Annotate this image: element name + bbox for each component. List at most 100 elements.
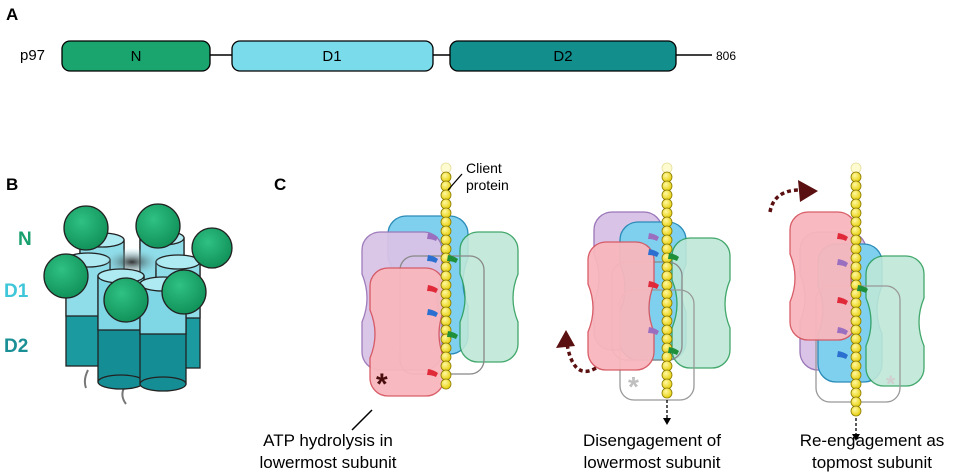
client-label-line1: Client <box>466 160 502 176</box>
chain-2-bead <box>661 216 673 228</box>
chain-1-bead <box>440 234 452 246</box>
level-n-label: N <box>18 229 32 250</box>
chain-3-bead <box>850 180 862 192</box>
chain-2-bead <box>661 270 673 282</box>
chain-2-bead <box>661 288 673 300</box>
chain-1-bead <box>440 351 452 363</box>
pore-loop-hook <box>427 309 438 317</box>
chain-1-bead <box>440 189 452 201</box>
chain-1-bead <box>440 162 452 174</box>
chain-2-bead <box>661 180 673 192</box>
pore-loop-hook <box>837 259 848 267</box>
stage-2-disengagement <box>556 211 731 401</box>
chain-2-bead <box>661 243 673 255</box>
level-d1-label: D1 <box>4 281 29 302</box>
chain-2-bead <box>661 360 673 372</box>
chain-3-bead <box>850 378 862 390</box>
chain-2-bead <box>661 261 673 273</box>
chain-1-bead <box>440 297 452 309</box>
chain-3-bead <box>850 360 862 372</box>
pore-loop-hook <box>427 233 438 241</box>
chain-3-bead <box>850 198 862 210</box>
chain-2-bead <box>661 171 673 183</box>
caption-leader <box>351 409 373 431</box>
chain-3-bead <box>850 342 862 354</box>
panel-c-letter: C <box>274 175 286 194</box>
re-engaged-star: * <box>886 371 896 398</box>
chain-3-bead <box>850 234 862 246</box>
chain-1-bead <box>440 279 452 291</box>
chain-2-bead <box>661 297 673 309</box>
stage-3-re-engagement <box>768 180 925 403</box>
chain-3-bead <box>850 243 862 255</box>
chain-1-bead <box>440 315 452 327</box>
chain-2-bead <box>661 324 673 336</box>
pore-loop-hook <box>668 347 679 355</box>
domain-d1-bar <box>231 40 434 72</box>
pore-loop-hook <box>648 327 659 335</box>
chain-3-bead <box>850 189 862 201</box>
chain-3-bead <box>850 270 862 282</box>
caption-1-line2: lowermost subunit <box>259 453 396 472</box>
caption-2-line1: Disengagement of <box>583 431 721 450</box>
caption-1-line1: ATP hydrolysis in <box>263 431 393 450</box>
disengaged-star: * <box>628 371 639 402</box>
chain-2-bead <box>661 315 673 327</box>
chain-1-bead <box>440 360 452 372</box>
chain-1-bead <box>440 378 452 390</box>
p97-hexamer-illustration <box>43 203 233 405</box>
chain-3-bead <box>850 351 862 363</box>
domain-n-bar <box>61 40 211 72</box>
panel-b-letter: B <box>6 175 18 194</box>
domain-d1-label: D1 <box>322 48 341 65</box>
pore-loop-hook <box>837 351 848 359</box>
chain-1-bead <box>440 270 452 282</box>
chain-3-bead <box>850 387 862 399</box>
chain-1-bead <box>440 216 452 228</box>
chain-2-bead <box>661 162 673 174</box>
chain-1-bead <box>440 198 452 210</box>
pore-loop-hook <box>857 285 868 293</box>
chain-3-bead <box>850 252 862 264</box>
chain-3-bead <box>850 405 862 417</box>
chain-3-bead <box>850 306 862 318</box>
chain-2-bead <box>661 369 673 381</box>
pore-loop-hook <box>648 249 659 257</box>
end-residue: 806 <box>716 49 736 63</box>
chain-3-bead <box>850 333 862 345</box>
chain-3-bead <box>850 315 862 327</box>
level-d2-label: D2 <box>4 336 28 357</box>
chain-1-bead <box>440 306 452 318</box>
chain-2-bead <box>661 225 673 237</box>
pore-loop-hook <box>668 253 679 261</box>
pore-loop-hook <box>427 255 438 263</box>
caption-2-line2: lowermost subunit <box>583 453 720 472</box>
chain-2-bead <box>661 207 673 219</box>
pore-loop-hooks <box>427 233 868 377</box>
chain-1-bead <box>440 261 452 273</box>
panel-a-letter: A <box>6 5 18 24</box>
chain-3-bead <box>850 171 862 183</box>
pore-loop-hook <box>648 281 659 289</box>
chain-3-bead <box>850 207 862 219</box>
chain-2-bead <box>661 198 673 210</box>
chain-3-bead <box>850 162 862 174</box>
chain-3-bead <box>850 396 862 408</box>
chain-1-bead <box>440 207 452 219</box>
chain-3-bead <box>850 261 862 273</box>
chain-1-bead <box>440 171 452 183</box>
pore-loop-hook <box>447 255 458 263</box>
chain-3-bead <box>850 369 862 381</box>
chain-1-bead <box>440 225 452 237</box>
pore-loop-hook <box>648 233 659 241</box>
caption-3-line2: topmost subunit <box>812 453 932 472</box>
chain-3-bead <box>850 225 862 237</box>
chain-1-bead <box>440 342 452 354</box>
stage-1-atp-hydrolysis <box>361 215 519 397</box>
caption-3-line1: Re-engagement as <box>800 431 945 450</box>
hydrolysis-star: * <box>376 368 388 401</box>
chain-3-bead <box>850 324 862 336</box>
domain-d2-label: D2 <box>553 48 572 65</box>
chain-2-bead <box>661 306 673 318</box>
